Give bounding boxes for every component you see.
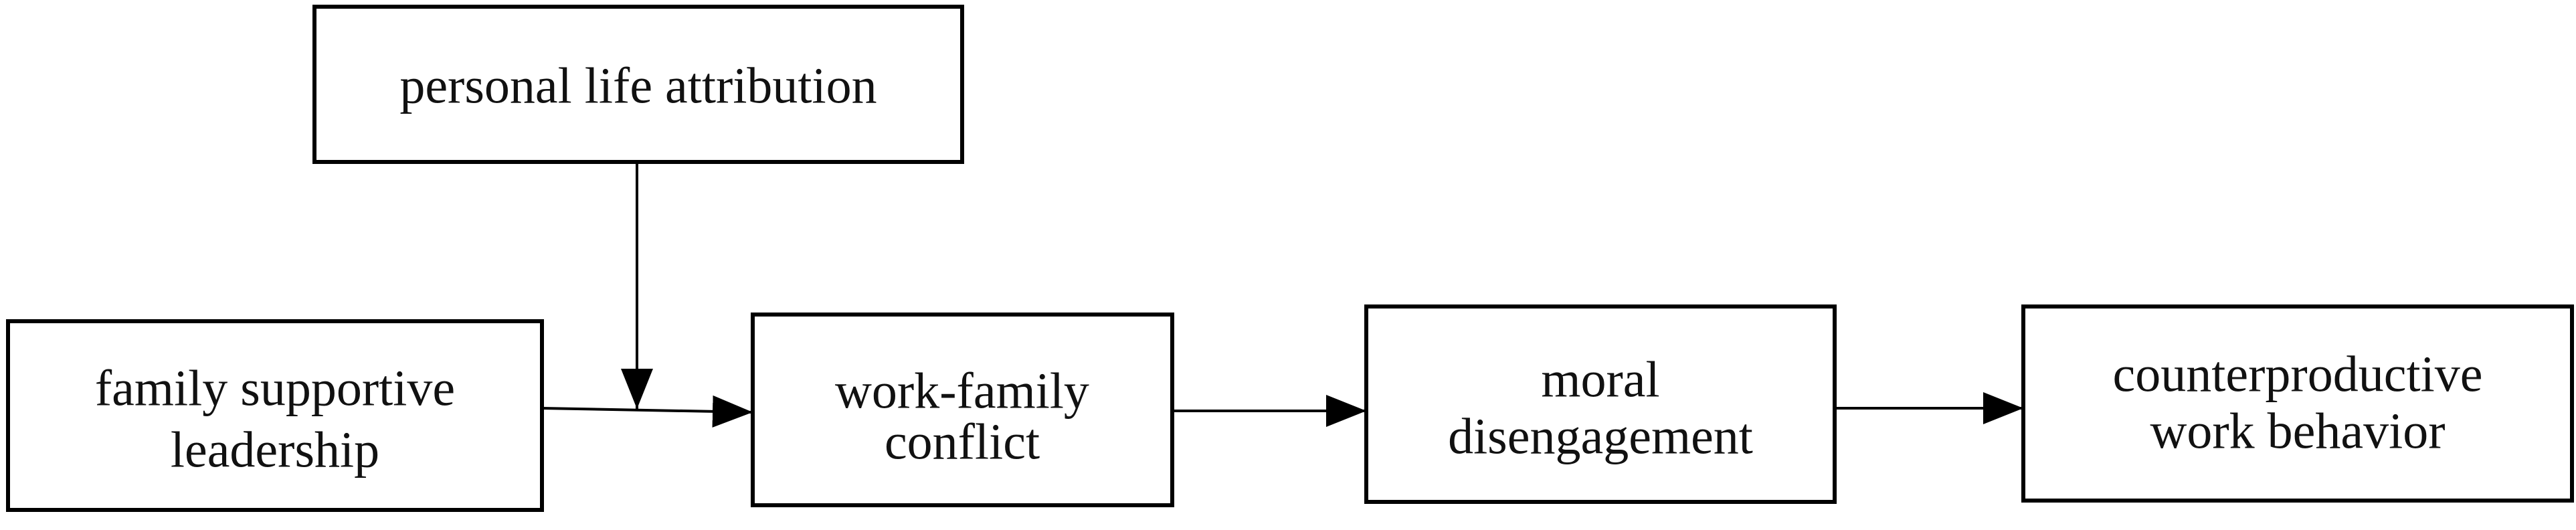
node-work-family-conflict: work-family conflict: [751, 313, 1174, 507]
node-box: [6, 319, 544, 512]
node-box: [312, 5, 964, 164]
node-box: [1364, 304, 1837, 504]
node-family-supportive-leadership: family supportive leadership: [6, 319, 544, 512]
node-personal-life-attribution: personal life attribution: [312, 5, 964, 164]
node-label-line: family supportive: [95, 360, 455, 416]
node-counterproductive-work-behavior: counterproductive work behavior: [2021, 304, 2574, 503]
edges: [541, 162, 2023, 428]
node-moral-disengagement: moral disengagement: [1364, 304, 1837, 504]
node-label-line: conflict: [885, 414, 1040, 470]
node-label-line: counterproductive: [2113, 346, 2483, 402]
edge-leadership-to-conflict: [541, 395, 753, 428]
node-label-line: work-family: [835, 363, 1089, 419]
node-label-line: leadership: [171, 422, 379, 478]
node-label-line: moral: [1541, 351, 1659, 408]
node-label-line: work behavior: [2150, 403, 2445, 459]
node-box: [751, 313, 1174, 507]
node-label-line: disengagement: [1448, 408, 1753, 464]
node-box: [2021, 304, 2574, 503]
node-label-line: personal life attribution: [399, 58, 877, 114]
